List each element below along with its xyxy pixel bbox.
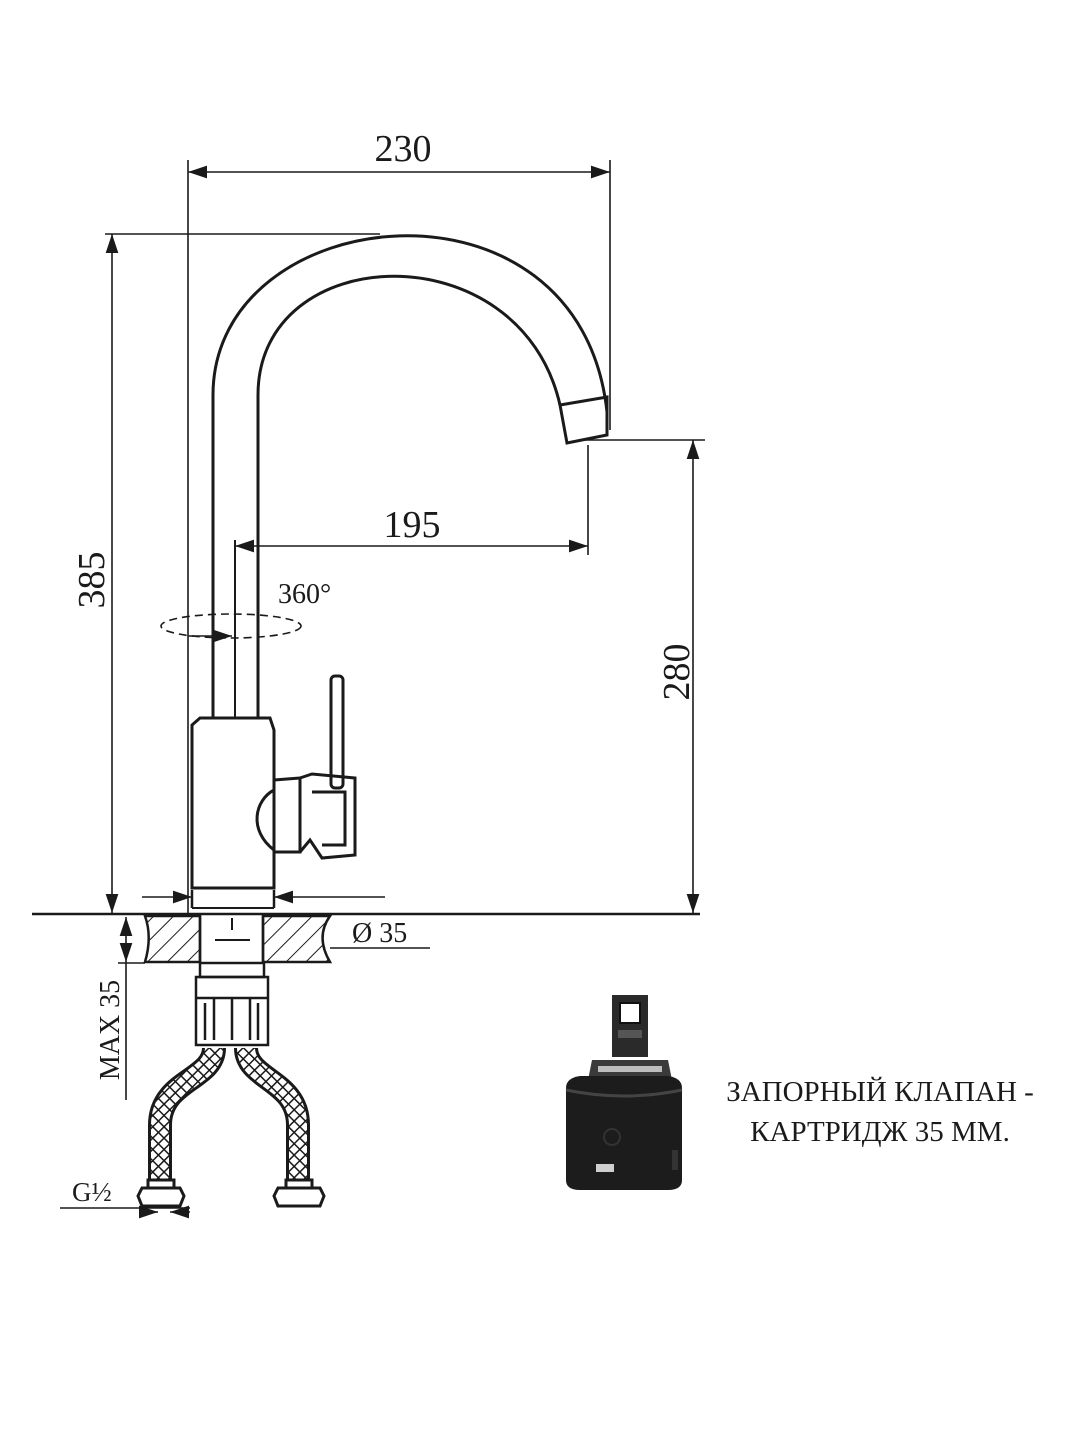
base-diameter-label: Ø 35: [352, 918, 407, 949]
dimension-lines: [60, 160, 705, 1219]
caption-line-2: КАРТРИДЖ 35 ММ.: [750, 1116, 1010, 1148]
dim-385-label: 385: [71, 552, 113, 609]
caption-line-1: ЗАПОРНЫЙ КЛАПАН -: [726, 1076, 1034, 1108]
dim-230-label: 230: [375, 128, 432, 170]
mixer-body: [190, 674, 357, 890]
connection-thread-label: G½: [72, 1177, 112, 1207]
rotation-label: 360°: [278, 579, 331, 610]
hose-fittings: [136, 1178, 326, 1208]
cartridge-caption: ЗАПОРНЫЙ КЛАПАН - КАРТРИДЖ 35 ММ.: [690, 1072, 1070, 1152]
cartridge-image: [565, 995, 683, 1190]
faucet-outline: [211, 234, 609, 718]
dim-280-label: 280: [656, 644, 698, 701]
braided-hoses: [148, 1046, 310, 1180]
dim-195-label: 195: [384, 504, 441, 546]
fixing-nut: [194, 961, 270, 1047]
max-thickness-label: MAX 35: [95, 980, 126, 1080]
